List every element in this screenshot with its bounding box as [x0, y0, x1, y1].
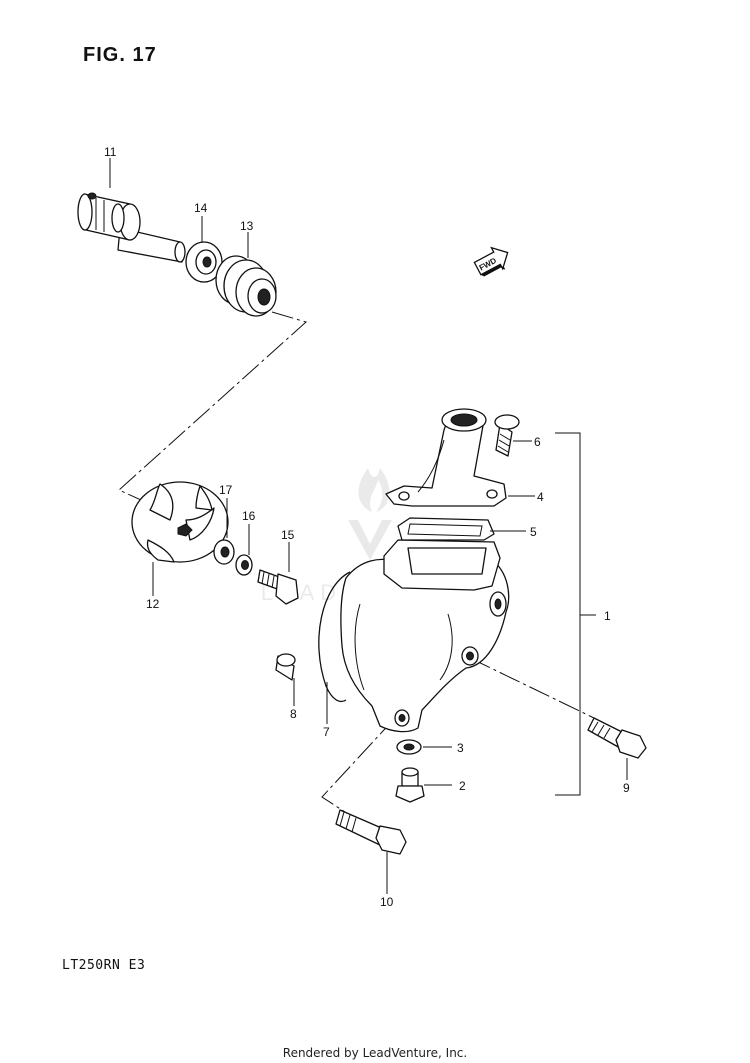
impeller-part — [131, 481, 229, 563]
impeller-bolt-part — [257, 569, 299, 605]
axis-line-bolt10 — [321, 717, 396, 813]
washer-part — [235, 554, 253, 576]
callout-14[interactable]: 14 — [194, 201, 208, 215]
callout-13[interactable]: 13 — [240, 219, 254, 233]
callout-4[interactable]: 4 — [537, 490, 544, 504]
screw-part — [494, 414, 520, 457]
callout-8[interactable]: 8 — [290, 707, 297, 721]
fwd-arrow-icon: FWD — [473, 246, 509, 277]
shaft-bearing-part — [77, 192, 186, 263]
callout-2[interactable]: 2 — [459, 779, 466, 793]
outlet-gasket-part — [397, 517, 495, 541]
figure-title: FIG. 17 — [83, 44, 157, 66]
pump-body-part — [340, 539, 510, 733]
axis-line-shaft-impeller — [118, 311, 308, 506]
seal-washer-part — [213, 539, 235, 565]
flame-logo-icon — [348, 468, 392, 560]
callout-7[interactable]: 7 — [323, 725, 330, 739]
callout-10[interactable]: 10 — [380, 895, 394, 909]
model-code: LT250RN E3 — [62, 958, 146, 973]
axis-line-bolt9 — [469, 657, 595, 719]
callout-17[interactable]: 17 — [219, 483, 233, 497]
bolt-long-part — [335, 809, 407, 855]
gasket-washer-part — [396, 739, 422, 755]
callout-3[interactable]: 3 — [457, 741, 464, 755]
callout-12[interactable]: 12 — [146, 597, 160, 611]
callout-1[interactable]: 1 — [604, 609, 611, 623]
mechanical-seal-part — [215, 255, 277, 317]
assembly-bracket — [555, 432, 581, 796]
drain-bolt-part — [395, 767, 425, 803]
bolt-part — [587, 717, 647, 759]
callout-9[interactable]: 9 — [623, 781, 630, 795]
callout-15[interactable]: 15 — [281, 528, 295, 542]
callout-11[interactable]: 11 — [104, 145, 117, 159]
dowel-pin-part — [275, 653, 296, 681]
callout-16[interactable]: 16 — [242, 509, 256, 523]
water-outlet-fitting-part — [385, 408, 507, 507]
o-ring-part — [318, 571, 351, 703]
render-credit: Rendered by LeadVenture, Inc. — [282, 1046, 468, 1060]
callout-6[interactable]: 6 — [534, 435, 541, 449]
callout-5[interactable]: 5 — [530, 525, 537, 539]
